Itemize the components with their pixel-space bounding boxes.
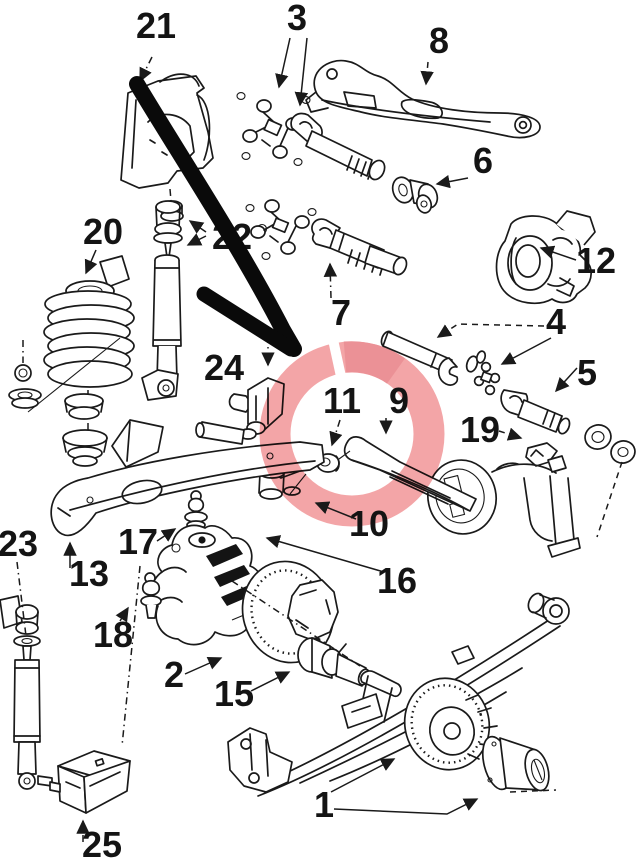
callout-21: 21: [136, 5, 176, 46]
part-ibeam-arm-13: [50, 419, 325, 537]
part-radius-arm-8: [305, 59, 541, 139]
part-axle-shaft-5: [380, 330, 636, 538]
part-ujoint-cross-lower-7: [245, 199, 317, 260]
callout-24: 24: [204, 347, 244, 388]
callout-23: 23: [0, 523, 38, 564]
part-coil-spring-20: [8, 255, 135, 467]
part-spindle-15: [231, 580, 371, 687]
callout-labels: 21 3 8 6 12 20 22 24 7 4 5 19 11 9 10 16…: [0, 0, 616, 862]
callout-1: 1: [314, 784, 334, 825]
callout-7: 7: [331, 292, 351, 333]
part-slip-yoke-6: [391, 176, 439, 214]
callout-17: 17: [118, 521, 158, 562]
callout-8: 8: [429, 20, 449, 61]
part-rear-shock-23: [0, 595, 53, 790]
assembly-line: [121, 565, 141, 747]
part-stub-shaft-7: [311, 218, 408, 276]
callout-15: 15: [214, 673, 254, 714]
callout-25: 25: [82, 824, 122, 862]
part-shackle-bracket: [227, 727, 293, 793]
part-rotor-1: [403, 677, 498, 771]
part-mini-ujoint-4: [473, 361, 501, 396]
part-ubolt-clamp: [341, 645, 475, 729]
callout-4: 4: [546, 301, 566, 342]
callout-11: 11: [323, 380, 361, 421]
callout-19: 19: [460, 409, 500, 450]
part-seal-washers-5: [584, 424, 636, 464]
callout-10: 10: [349, 503, 389, 544]
part-diff-carrier-12: [495, 210, 596, 305]
callout-13: 13: [69, 553, 109, 594]
callout-2: 2: [164, 654, 184, 695]
callout-20: 20: [83, 211, 123, 252]
callout-5: 5: [577, 352, 597, 393]
part-lower-balljoint-18: [140, 572, 162, 619]
callout-18: 18: [93, 614, 133, 655]
callout-12: 12: [576, 240, 616, 281]
part-front-shock-22: [141, 200, 268, 401]
callout-6: 6: [473, 140, 493, 181]
highlight-ring: [259, 333, 445, 527]
part-locking-hub-1: [481, 735, 557, 793]
callout-3: 3: [287, 0, 307, 38]
callout-leaders: [16, 37, 578, 842]
highlight-arrow: [129, 76, 302, 357]
callout-16: 16: [377, 560, 417, 601]
part-bump-stop-25: [49, 750, 131, 814]
part-front-driveshaft-3: [290, 112, 425, 209]
callout-9: 9: [389, 380, 409, 421]
part-knuckle-2: [150, 524, 264, 646]
